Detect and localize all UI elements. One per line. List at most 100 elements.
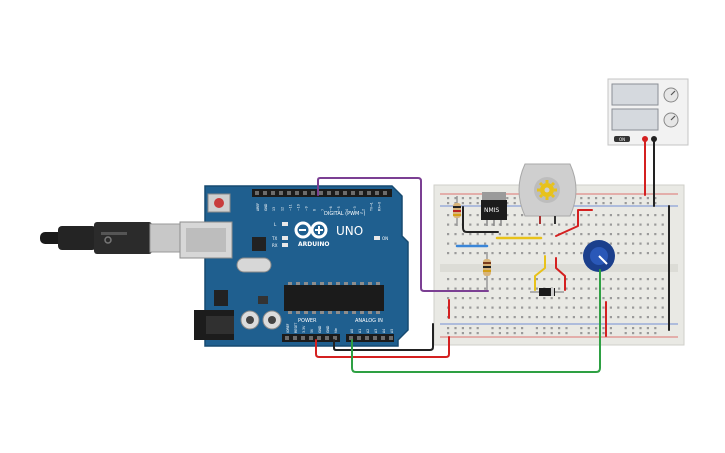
breadboard-hole[interactable]	[484, 278, 487, 281]
breadboard-hole[interactable]	[572, 214, 575, 217]
breadboard-hole[interactable]	[624, 278, 627, 281]
breadboard-hole[interactable]	[454, 332, 457, 335]
breadboard-hole[interactable]	[595, 214, 598, 217]
breadboard-hole[interactable]	[572, 306, 575, 309]
breadboard-hole[interactable]	[609, 327, 612, 330]
breadboard-hole[interactable]	[580, 202, 583, 205]
breadboard-hole[interactable]	[565, 332, 568, 335]
breadboard-hole[interactable]	[580, 242, 583, 245]
breadboard-hole[interactable]	[639, 287, 642, 290]
breadboard-hole[interactable]	[580, 233, 583, 236]
breadboard-hole[interactable]	[469, 297, 472, 300]
breadboard-hole[interactable]	[617, 242, 620, 245]
breadboard-hole[interactable]	[565, 242, 568, 245]
breadboard-hole[interactable]	[587, 316, 590, 319]
breadboard-hole[interactable]	[498, 316, 501, 319]
breadboard-hole[interactable]	[624, 332, 627, 335]
breadboard-hole[interactable]	[447, 297, 450, 300]
breadboard-hole[interactable]	[565, 287, 568, 290]
breadboard-hole[interactable]	[609, 242, 612, 245]
breadboard-hole[interactable]	[661, 223, 664, 226]
breadboard-hole[interactable]	[602, 233, 605, 236]
breadboard-hole[interactable]	[469, 233, 472, 236]
breadboard-hole[interactable]	[572, 287, 575, 290]
breadboard-hole[interactable]	[476, 316, 479, 319]
breadboard-hole[interactable]	[476, 327, 479, 330]
breadboard-hole[interactable]	[646, 197, 649, 200]
breadboard-hole[interactable]	[469, 316, 472, 319]
breadboard-hole[interactable]	[632, 306, 635, 309]
breadboard-hole[interactable]	[632, 316, 635, 319]
breadboard-hole[interactable]	[550, 332, 553, 335]
breadboard-hole[interactable]	[609, 202, 612, 205]
breadboard-hole[interactable]	[447, 278, 450, 281]
breadboard-hole[interactable]	[646, 297, 649, 300]
breadboard-hole[interactable]	[454, 287, 457, 290]
breadboard-hole[interactable]	[624, 233, 627, 236]
breadboard-hole[interactable]	[587, 197, 590, 200]
breadboard-hole[interactable]	[602, 297, 605, 300]
breadboard-hole[interactable]	[506, 297, 509, 300]
breadboard-hole[interactable]	[580, 287, 583, 290]
breadboard-hole[interactable]	[617, 233, 620, 236]
breadboard-hole[interactable]	[535, 316, 538, 319]
breadboard-hole[interactable]	[498, 278, 501, 281]
breadboard-hole[interactable]	[491, 233, 494, 236]
breadboard-hole[interactable]	[550, 233, 553, 236]
breadboard-hole[interactable]	[580, 306, 583, 309]
breadboard-hole[interactable]	[513, 306, 516, 309]
breadboard-hole[interactable]	[572, 278, 575, 281]
breadboard-hole[interactable]	[513, 252, 516, 255]
breadboard-hole[interactable]	[595, 197, 598, 200]
breadboard-hole[interactable]	[535, 306, 538, 309]
breadboard-hole[interactable]	[654, 278, 657, 281]
breadboard-hole[interactable]	[661, 252, 664, 255]
breadboard-hole[interactable]	[491, 278, 494, 281]
breadboard-hole[interactable]	[543, 332, 546, 335]
breadboard-hole[interactable]	[528, 297, 531, 300]
breadboard-hole[interactable]	[498, 297, 501, 300]
breadboard-hole[interactable]	[469, 197, 472, 200]
breadboard-hole[interactable]	[654, 233, 657, 236]
breadboard-hole[interactable]	[513, 214, 516, 217]
breadboard-hole[interactable]	[609, 297, 612, 300]
breadboard-hole[interactable]	[461, 306, 464, 309]
breadboard-hole[interactable]	[609, 306, 612, 309]
breadboard-hole[interactable]	[447, 242, 450, 245]
breadboard-hole[interactable]	[506, 278, 509, 281]
breadboard-hole[interactable]	[609, 287, 612, 290]
breadboard-hole[interactable]	[661, 306, 664, 309]
breadboard-hole[interactable]	[558, 252, 561, 255]
breadboard-hole[interactable]	[454, 197, 457, 200]
breadboard-hole[interactable]	[580, 214, 583, 217]
breadboard-hole[interactable]	[624, 223, 627, 226]
breadboard-hole[interactable]	[639, 306, 642, 309]
breadboard-hole[interactable]	[602, 278, 605, 281]
breadboard-hole[interactable]	[506, 316, 509, 319]
breadboard-hole[interactable]	[558, 278, 561, 281]
breadboard-hole[interactable]	[476, 278, 479, 281]
breadboard-hole[interactable]	[454, 223, 457, 226]
breadboard-hole[interactable]	[521, 242, 524, 245]
breadboard-hole[interactable]	[654, 306, 657, 309]
breadboard-hole[interactable]	[447, 202, 450, 205]
breadboard-hole[interactable]	[617, 316, 620, 319]
breadboard-hole[interactable]	[572, 223, 575, 226]
breadboard-hole[interactable]	[661, 242, 664, 245]
breadboard-hole[interactable]	[535, 223, 538, 226]
breadboard-hole[interactable]	[617, 297, 620, 300]
breadboard-hole[interactable]	[513, 233, 516, 236]
breadboard-hole[interactable]	[550, 252, 553, 255]
breadboard-hole[interactable]	[580, 252, 583, 255]
breadboard-hole[interactable]	[506, 306, 509, 309]
breadboard-hole[interactable]	[639, 202, 642, 205]
breadboard-hole[interactable]	[469, 306, 472, 309]
breadboard-hole[interactable]	[528, 223, 531, 226]
breadboard-hole[interactable]	[646, 233, 649, 236]
breadboard-hole[interactable]	[617, 223, 620, 226]
breadboard-hole[interactable]	[550, 327, 553, 330]
breadboard-hole[interactable]	[646, 214, 649, 217]
breadboard-hole[interactable]	[461, 327, 464, 330]
breadboard-hole[interactable]	[543, 242, 546, 245]
breadboard-hole[interactable]	[454, 297, 457, 300]
